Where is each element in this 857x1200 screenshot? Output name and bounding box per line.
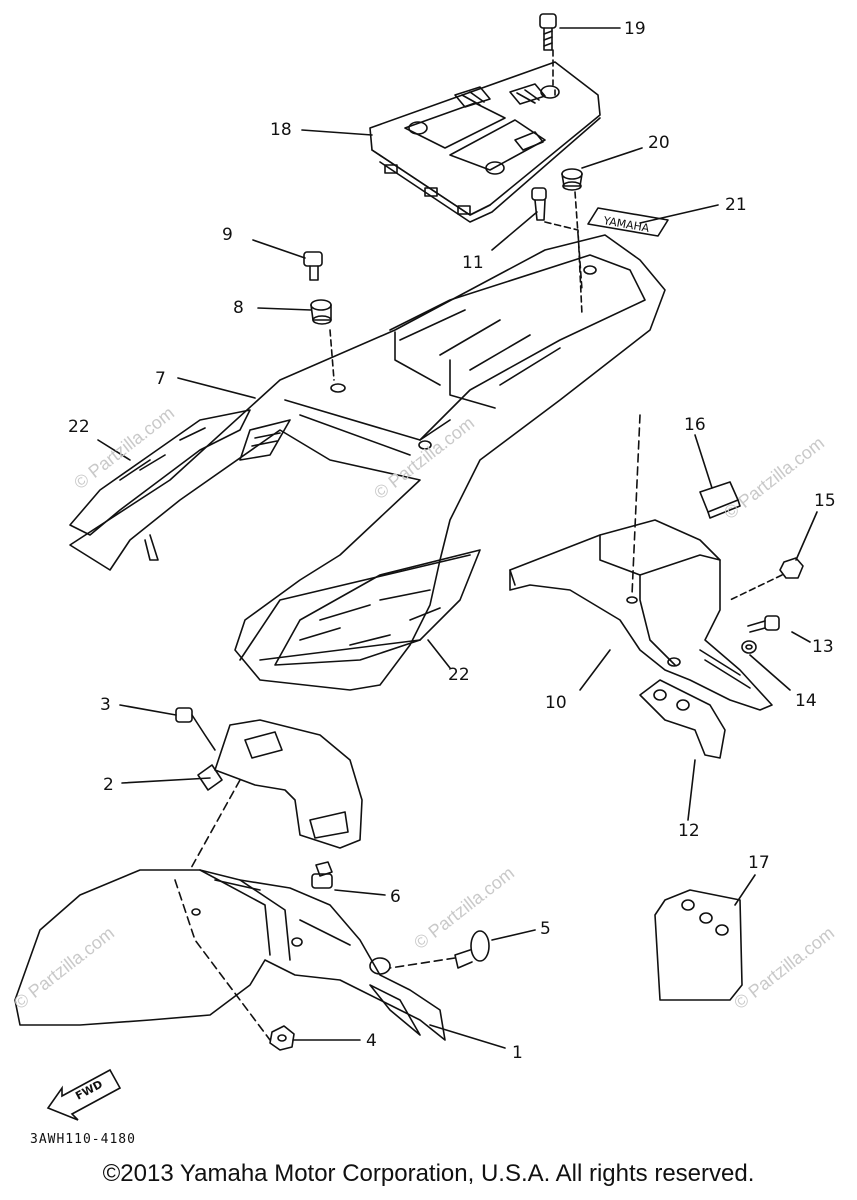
callout-7: 7	[155, 369, 166, 389]
part-15-nut	[729, 557, 804, 601]
callout-22-bottom: 22	[448, 665, 470, 685]
callout-1: 1	[512, 1043, 523, 1063]
part-19-bolt	[539, 13, 557, 86]
watermark-bottom-right: © Partzilla.com	[730, 923, 838, 1013]
part-16-reflector	[699, 481, 741, 519]
callout-10: 10	[545, 693, 567, 713]
part-22-side-decal-left	[69, 409, 251, 536]
part-4-nut	[269, 1025, 295, 1051]
callout-17: 17	[748, 853, 770, 873]
callout-22-left: 22	[68, 417, 90, 437]
callout-20: 20	[648, 133, 670, 153]
callout-18: 18	[270, 120, 292, 140]
part-20-grommet	[561, 168, 583, 291]
callout-3: 3	[100, 695, 111, 715]
part-13-bolt	[747, 615, 780, 633]
part-5-screw	[389, 930, 490, 969]
callout-12: 12	[678, 821, 700, 841]
callout-21: 21	[725, 195, 747, 215]
callout-13: 13	[812, 637, 834, 657]
callout-19: 19	[624, 19, 646, 39]
watermark-right: © Partzilla.com	[720, 433, 828, 523]
callout-8: 8	[233, 298, 244, 318]
part-3-bolt	[175, 707, 216, 751]
copyright-notice: ©2013 Yamaha Motor Corporation, U.S.A. A…	[102, 1160, 755, 1187]
part-17-plate	[654, 889, 743, 1001]
diagram-reference-code: 3AWH110-4180	[30, 1132, 136, 1147]
part-2-bracket	[189, 719, 363, 871]
callout-5: 5	[540, 919, 551, 939]
part-6-bolt	[311, 861, 333, 889]
part-7-rear-fender	[69, 234, 666, 691]
callout-9: 9	[222, 225, 233, 245]
callout-11: 11	[462, 253, 484, 273]
part-8-collar	[310, 299, 335, 381]
callout-2: 2	[103, 775, 114, 795]
part-1-front-fender	[14, 869, 446, 1041]
callout-15: 15	[814, 491, 836, 511]
part-22-side-decal-bottom	[274, 549, 481, 666]
fwd-arrow-icon: FWD	[46, 1068, 122, 1121]
watermark-bottom-center: © Partzilla.com	[410, 863, 518, 953]
callout-6: 6	[390, 887, 401, 907]
callout-4: 4	[366, 1031, 377, 1051]
callout-16: 16	[684, 415, 706, 435]
watermark-center: © Partzilla.com	[370, 413, 478, 503]
callout-labels: 19 18 20 21 11 9 8 7 22 16 15 13 14 10 2…	[68, 19, 836, 1063]
decal-text: YAMAHA	[601, 214, 650, 235]
part-11-bolt	[531, 187, 583, 316]
callout-14: 14	[795, 691, 817, 711]
part-10-tail-bracket	[509, 414, 773, 711]
part-12-license-light	[639, 679, 726, 759]
part-21-decal	[587, 207, 669, 237]
part-18-seat-cover	[369, 61, 601, 223]
part-14-washer	[741, 640, 757, 654]
part-9-bolt	[303, 251, 323, 281]
